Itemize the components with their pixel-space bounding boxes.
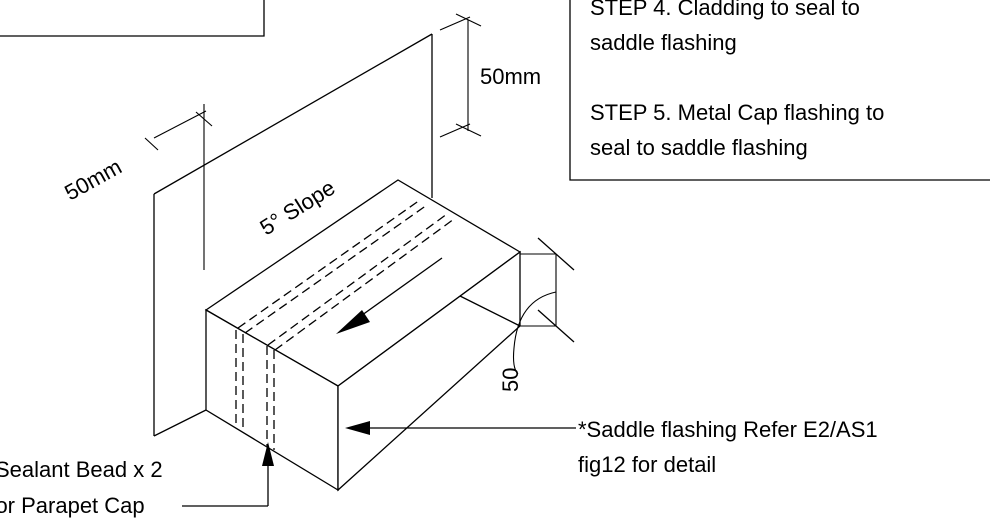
dimension-upstand-height (439, 13, 482, 138)
dimension-end-height (512, 237, 575, 375)
sealant-bead-lines-top (237, 199, 455, 351)
saddle-flashing-block (204, 179, 522, 492)
wall-panel (153, 33, 433, 437)
saddle-callout-arrow (345, 421, 576, 435)
sealant-callout-line1: Sealant Bead x 2 (0, 457, 163, 482)
step4-line2: saddle flashing (590, 30, 737, 55)
dimension-upstand-depth (144, 104, 213, 270)
step5-line1: STEP 5. Metal Cap flashing to (590, 100, 884, 125)
end-height-label: 50 (498, 368, 523, 392)
sealant-bead-lines-front (235, 330, 275, 450)
slope-arrow (336, 257, 443, 334)
saddle-callout-line2: fig12 for detail (578, 452, 716, 477)
sealant-callout-line2: For Parapet Cap (0, 493, 145, 518)
top-left-note-box (0, 0, 265, 37)
sealant-callout-leader (182, 442, 274, 507)
step4-line1: STEP 4. Cladding to seal to (590, 0, 860, 20)
saddle-callout-line1: *Saddle flashing Refer E2/AS1 (578, 417, 878, 442)
steps-note-box (569, 0, 990, 181)
upstand-depth-label: 50mm (60, 154, 126, 205)
upstand-height-label: 50mm (480, 64, 541, 89)
step5-line2: seal to saddle flashing (590, 135, 808, 160)
